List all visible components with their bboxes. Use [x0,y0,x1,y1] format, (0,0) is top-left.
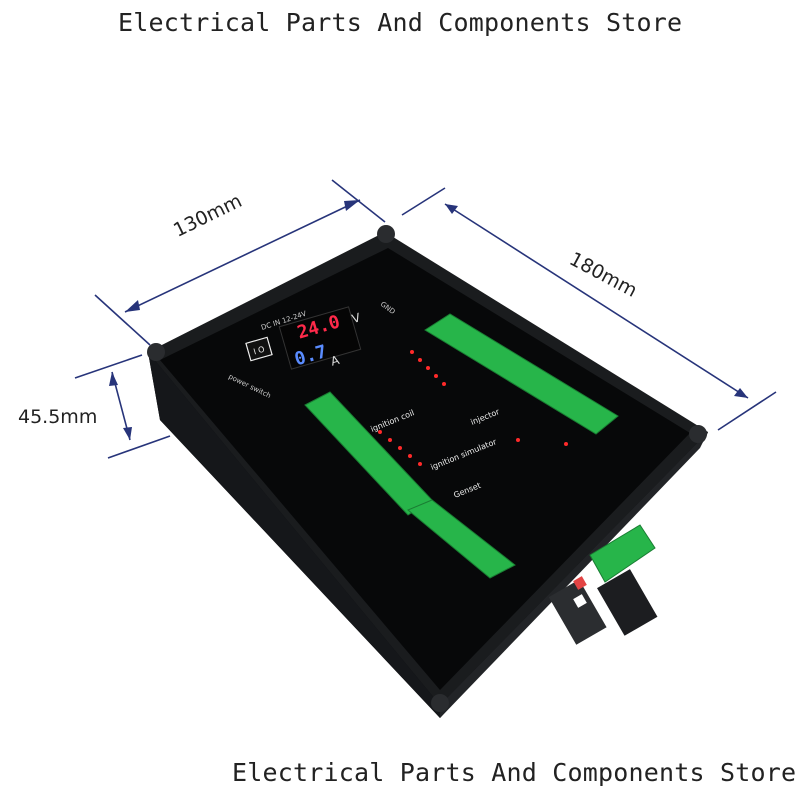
height-dimension-label: 45.5mm [18,406,98,428]
dimension-arrowheads [109,200,748,440]
store-caption-bottom: Electrical Parts And Components Store [232,758,797,787]
terminal-block-top [424,313,619,435]
svg-text:I O: I O [252,345,265,357]
side-connector [548,569,658,645]
indicator-leds [378,350,568,466]
enclosure-box [147,225,708,718]
volt-amp-meter: 24.0 V 0.7 A [278,306,363,370]
terminal-block-side [589,524,656,583]
store-caption-top: Electrical Parts And Components Store [118,8,683,37]
terminal-block-bottom [407,499,516,579]
